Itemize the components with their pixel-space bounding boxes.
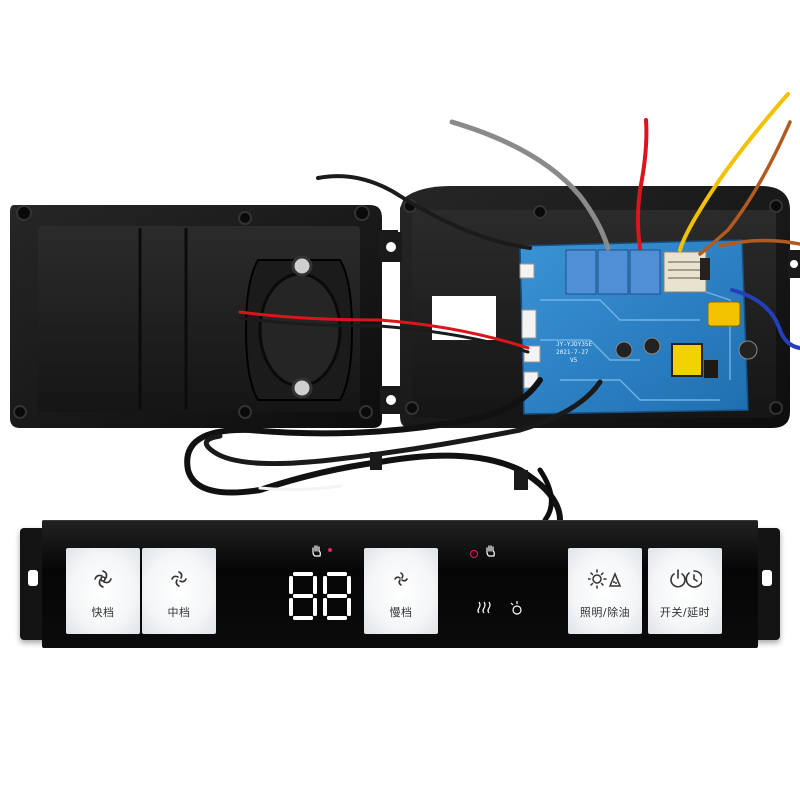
pcb-model-text: JY-YJDY35E [556,341,593,348]
segment-e [289,598,293,616]
segment-b [347,576,351,594]
segment-a [293,572,313,576]
mount-hole-left [28,570,38,586]
cleaning-icon[interactable] [508,600,524,616]
heat-icon[interactable] [476,600,492,614]
segment-d [327,616,347,620]
seven-segment-display [289,572,351,620]
hand-icon [312,545,321,557]
fast-speed-key[interactable]: 快档 [66,548,140,634]
pcb-version-text: V5 [570,357,578,364]
segment-e [323,598,327,616]
power-delay-key[interactable]: 开关/延时 [648,548,722,634]
left-enclosure [10,205,398,428]
medium-speed-label: 中档 [167,606,191,619]
segment-a [327,572,347,576]
segment-c [313,598,317,616]
pcb-date-text: 2021-7-27 [556,349,589,356]
power-delay-label: 开关/延时 [659,606,711,619]
segment-g [327,594,347,598]
status-led [328,548,332,552]
segment-f [289,576,293,594]
light-icon [588,569,622,589]
segment-d [293,616,313,620]
hand-icon [486,545,495,557]
light-degrease-label: 照明/除油 [579,606,631,619]
segment-f [323,576,327,594]
fast-speed-label: 快档 [91,606,115,619]
segment-g [293,594,313,598]
medium-speed-key[interactable]: 中档 [142,548,216,634]
mount-hole-right [762,570,772,586]
segment-c [347,598,351,616]
power-icon [670,569,702,588]
segment-b [313,576,317,594]
slow-speed-label: 慢档 [389,606,413,619]
light-degrease-key[interactable]: 照明/除油 [568,548,642,634]
fan-icon [171,571,187,587]
control-panel: 快档 中档 88 [20,520,780,648]
wires [184,92,800,523]
fan-icon [94,570,112,588]
pcb-board: JY-YJDY35E 2021-7-27 V5 [519,239,758,415]
indicator-led [470,550,478,558]
panel-glass: 快档 中档 88 [42,520,758,648]
slow-speed-key[interactable]: 慢档 [364,548,438,634]
fan-icon [394,572,408,586]
